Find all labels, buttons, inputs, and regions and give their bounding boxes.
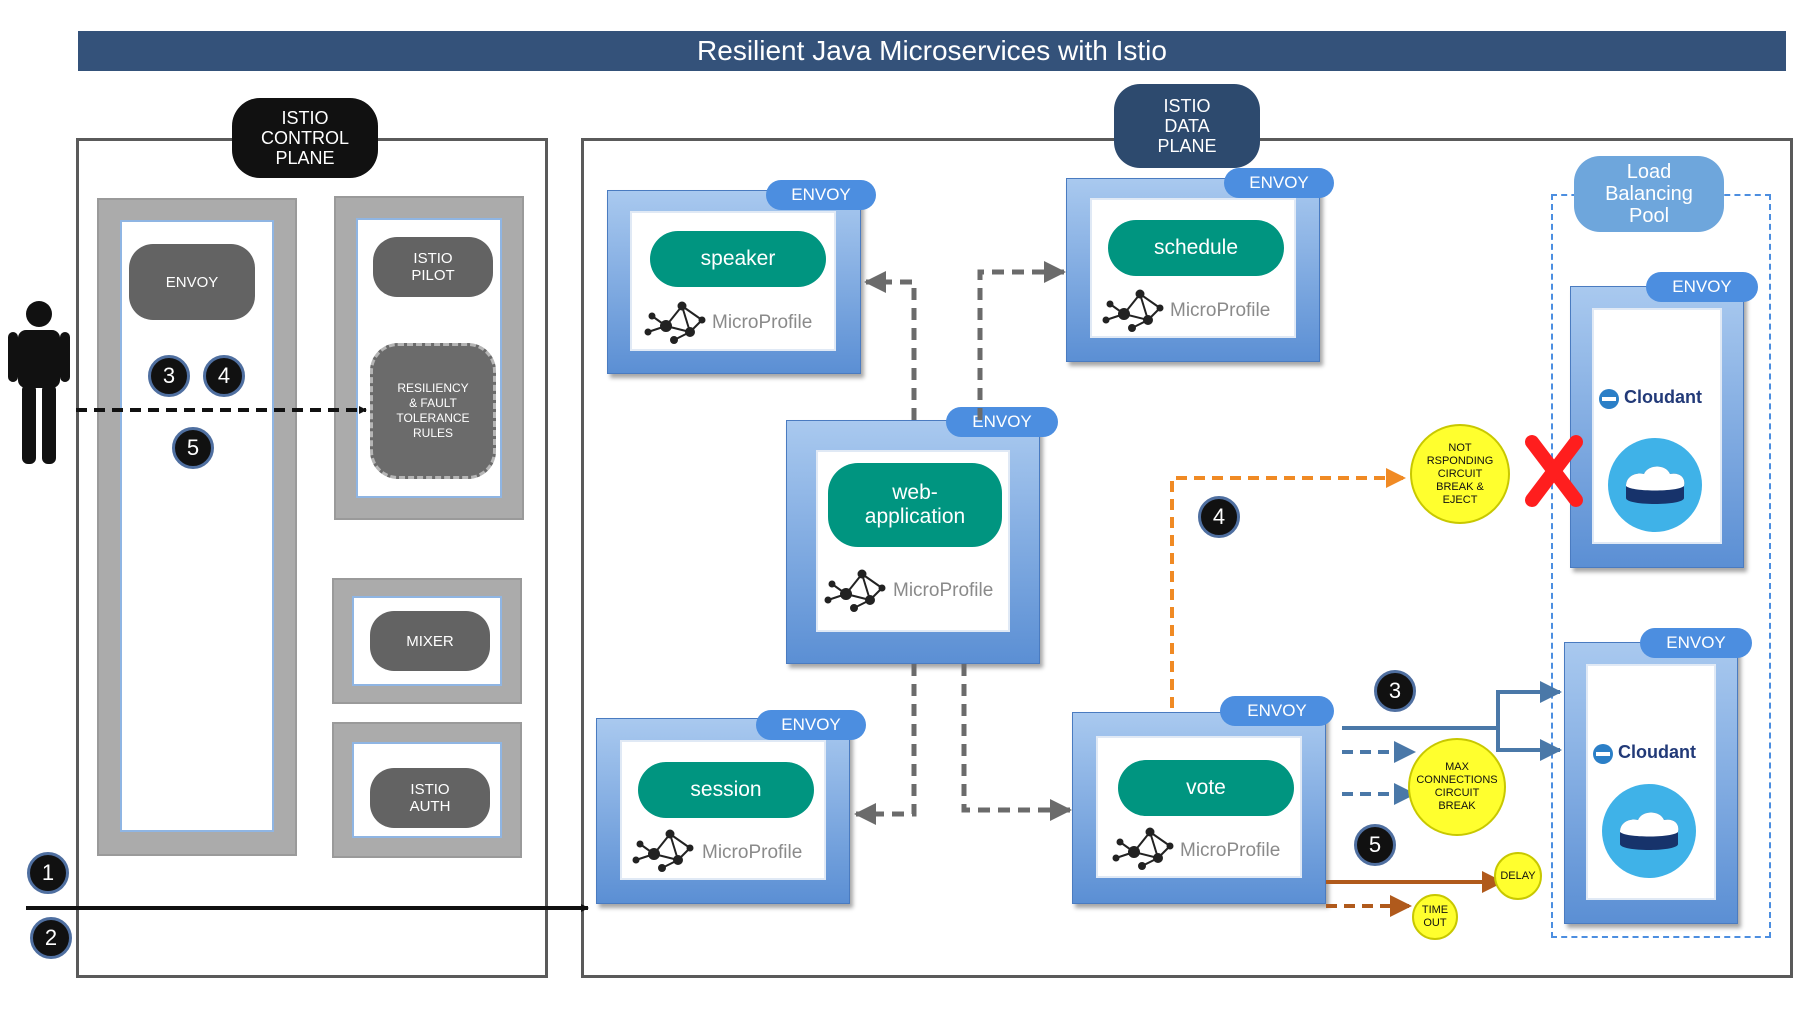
step-5-data: 5: [1354, 824, 1396, 866]
web-application-microprofile-label: MicroProfile: [893, 580, 994, 601]
cloudant-1-envoy-tag: ENVOY: [1646, 272, 1758, 302]
vote-microprofile-icon: [1112, 827, 1174, 870]
speaker-pill: speaker: [650, 231, 826, 287]
resiliency-rules-pill: RESILIENCY & FAULT TOLERANCE RULES: [370, 343, 496, 479]
data-plane-label: ISTIO DATA PLANE: [1114, 84, 1260, 168]
cloudant-1-logo-icon: [1599, 389, 1619, 409]
max-connections-callout: MAX CONNECTIONS CIRCUIT BREAK: [1408, 738, 1506, 836]
schedule-microprofile-label: MicroProfile: [1170, 300, 1271, 321]
schedule-pill: schedule: [1108, 220, 1284, 276]
not-responding-callout: NOT RSPONDING CIRCUIT BREAK & EJECT: [1410, 424, 1510, 524]
speaker-microprofile-icon: [644, 301, 706, 344]
step-1: 1: [27, 852, 69, 894]
control-envoy-panel: [120, 220, 274, 832]
load-balancing-pool-label: Load Balancing Pool: [1574, 156, 1724, 232]
timeout-text: TIME OUT: [1421, 904, 1449, 929]
vote-to-cloudant-arrow: [1342, 681, 1562, 730]
web-application-envoy-tag: ENVOY: [946, 407, 1058, 437]
not-responding-text: NOT RSPONDING CIRCUIT BREAK & EJECT: [1426, 441, 1494, 506]
istio-pilot-pill: ISTIO PILOT: [373, 237, 493, 297]
webapp-to-speaker-arrow: [864, 271, 917, 420]
resiliency-rules-text: RESILIENCY & FAULT TOLERANCE RULES: [396, 381, 470, 440]
delay-callout: DELAY: [1494, 852, 1542, 900]
eject-x-icon: [1525, 435, 1583, 507]
cloudant-2-envoy-tag: ENVOY: [1640, 628, 1752, 658]
cloudant-2-database-icon: [1602, 784, 1696, 878]
step-3-data: 3: [1374, 670, 1416, 712]
session-microprofile-label: MicroProfile: [702, 842, 803, 863]
mixer-pill: MIXER: [370, 611, 490, 671]
schedule-microprofile-icon: [1102, 289, 1164, 332]
cloudant-1-database-icon: [1608, 438, 1702, 532]
web-application-text: web- application: [864, 481, 966, 528]
schedule-envoy-tag: ENVOY: [1224, 168, 1334, 198]
control-plane-label: ISTIO CONTROL PLANE: [232, 98, 378, 178]
max-connections-text: MAX CONNECTIONS CIRCUIT BREAK: [1416, 761, 1498, 812]
data-plane-label-text: ISTIO DATA PLANE: [1157, 96, 1217, 156]
control-envoy-pill: ENVOY: [129, 244, 255, 320]
web-application-pill: web- application: [828, 463, 1002, 547]
istio-auth-pill: ISTIO AUTH: [370, 768, 490, 828]
vote-envoy-tag: ENVOY: [1220, 696, 1334, 726]
vote-to-not-responding-arrow: [1170, 468, 1406, 708]
timeout-callout: TIME OUT: [1412, 894, 1458, 940]
control-plane-label-text: ISTIO CONTROL PLANE: [260, 108, 349, 168]
webapp-to-vote-arrow: [961, 664, 1072, 821]
speaker-microprofile-label: MicroProfile: [712, 312, 813, 333]
web-application-microprofile-icon: [824, 569, 886, 612]
session-envoy-tag: ENVOY: [756, 710, 866, 740]
diagram-title: Resilient Java Microservices with Istio: [78, 31, 1786, 71]
cloudant-2-logo-icon: [1593, 744, 1613, 764]
load-balancing-pool-text: Load Balancing Pool: [1605, 161, 1693, 227]
istio-pilot-text: ISTIO PILOT: [411, 250, 455, 284]
vote-pill: vote: [1118, 760, 1294, 816]
webapp-to-session-arrow: [854, 664, 917, 825]
user-icon: [8, 301, 70, 464]
step-4-data: 4: [1198, 496, 1240, 538]
speaker-envoy-tag: ENVOY: [766, 180, 876, 210]
vote-microprofile-label: MicroProfile: [1180, 840, 1281, 861]
step-3-control: 3: [148, 355, 190, 397]
webapp-to-schedule-arrow: [977, 261, 1066, 420]
step-4-control: 4: [203, 355, 245, 397]
step-5-control: 5: [172, 427, 214, 469]
step-2: 2: [30, 917, 72, 959]
vote-to-cloudant-arrow-branch: [1496, 728, 1562, 761]
cloudant-1-label: Cloudant: [1624, 387, 1702, 407]
cloudant-2-label: Cloudant: [1618, 742, 1696, 762]
istio-auth-text: ISTIO AUTH: [409, 781, 451, 815]
session-pill: session: [638, 762, 814, 818]
session-microprofile-icon: [632, 829, 694, 872]
